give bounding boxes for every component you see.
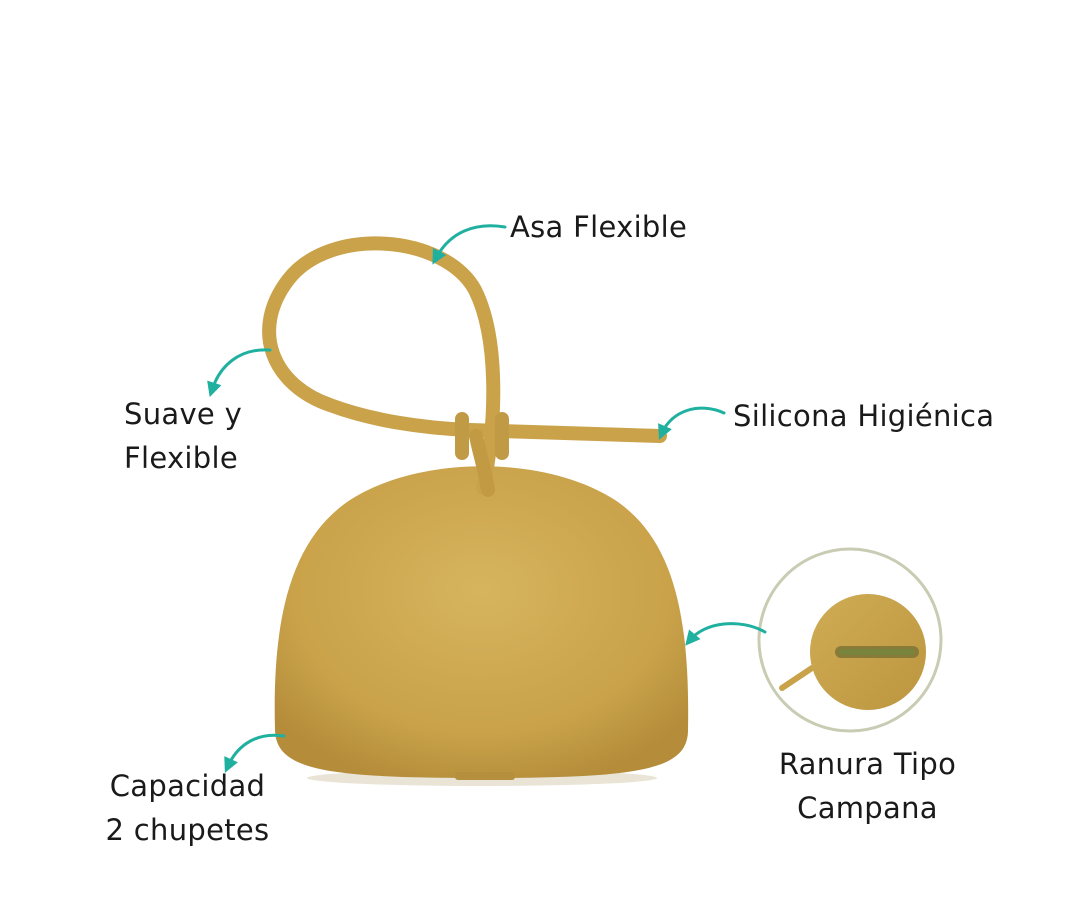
label-silicona-higienica: Silicona Higiénica <box>733 394 994 438</box>
stopper-right <box>495 412 509 460</box>
label-capacidad: Capacidad 2 chupetes <box>90 764 285 852</box>
curved-arrow-icon <box>224 733 286 773</box>
curved-arrow-icon <box>685 622 767 646</box>
label-ranura-campana: Ranura Tipo Campana <box>765 742 970 830</box>
strap-tip <box>620 431 668 441</box>
label-asa-flexible: Asa Flexible <box>510 205 687 249</box>
curved-arrow-icon <box>432 224 507 265</box>
curved-arrow-icon <box>658 406 726 440</box>
label-ranura-line2: Campana <box>797 791 938 825</box>
detail-slot-inner <box>839 649 915 655</box>
handle-stem <box>469 429 495 497</box>
label-suave-line1: Suave y <box>124 397 243 431</box>
stopper-left <box>455 412 469 460</box>
label-suave-line2: Flexible <box>124 441 238 475</box>
label-silicona-text: Silicona Higiénica <box>733 399 995 433</box>
label-capacidad-line1: Capacidad <box>109 769 266 803</box>
label-asa-text: Asa Flexible <box>510 210 688 244</box>
curved-arrow-icon <box>207 348 272 398</box>
bell-body <box>274 466 689 778</box>
label-capacidad-line2: 2 chupetes <box>105 813 270 847</box>
detail-strap <box>779 665 815 691</box>
bell-base <box>455 772 515 780</box>
flexible-handle <box>262 236 667 495</box>
label-suave-flexible: Suave y Flexible <box>124 392 242 480</box>
label-ranura-line1: Ranura Tipo <box>778 747 957 781</box>
